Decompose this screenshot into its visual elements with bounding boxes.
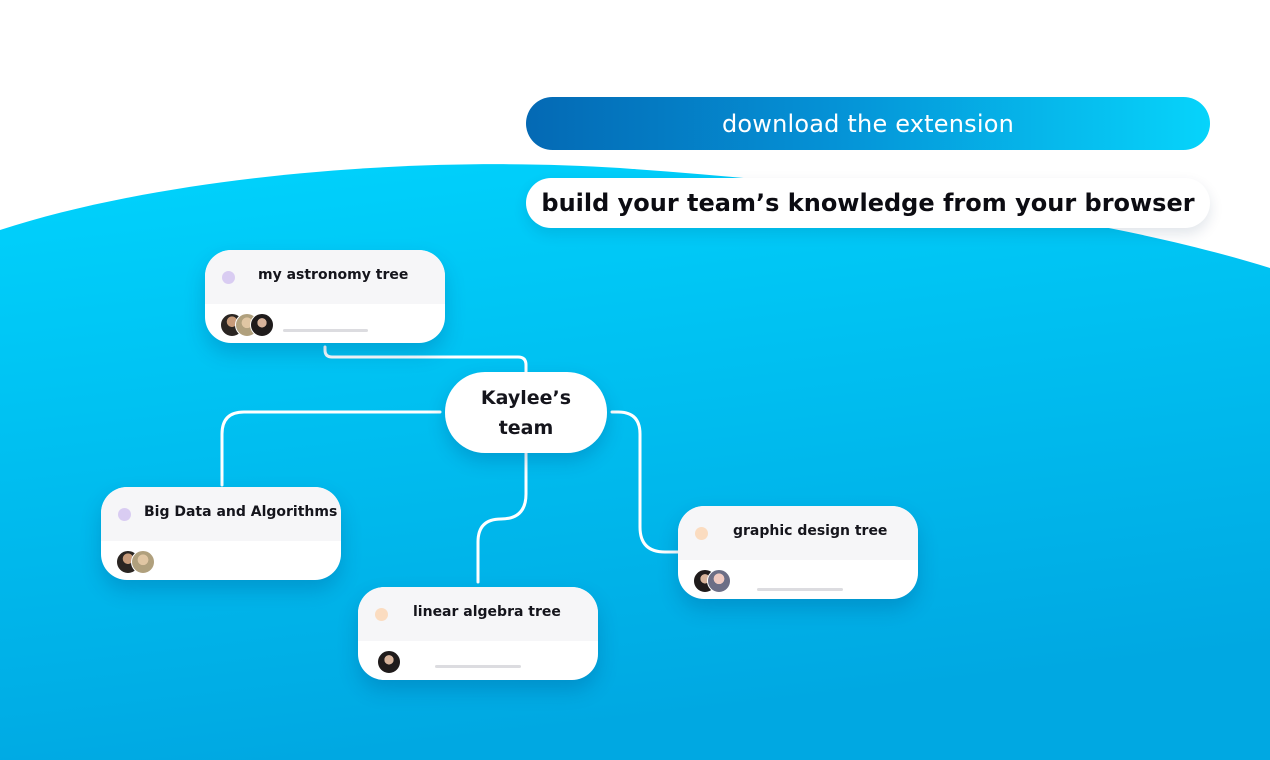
avatar-icon <box>131 550 155 574</box>
tree-color-dot <box>222 271 235 284</box>
connector-big-data <box>220 410 442 487</box>
tree-title: my astronomy tree <box>258 267 409 283</box>
avatar-icon <box>707 569 731 593</box>
tree-card-astronomy[interactable]: my astronomy tree <box>205 250 445 343</box>
team-center-node[interactable]: Kaylee’s team <box>445 372 607 453</box>
card-header <box>358 587 598 641</box>
connector-astronomy <box>323 345 528 374</box>
progress-bar <box>757 588 843 591</box>
connector-graphic-design <box>610 410 680 554</box>
tree-color-dot <box>375 608 388 621</box>
tree-card-big-data[interactable]: Big Data and Algorithms <box>101 487 341 580</box>
tree-title: linear algebra tree <box>413 604 561 620</box>
tree-title: graphic design tree <box>733 523 888 539</box>
tree-title: Big Data and Algorithms <box>144 504 338 520</box>
download-extension-button[interactable]: download the extension <box>526 97 1210 150</box>
progress-bar <box>283 329 368 332</box>
team-name-line2: team <box>498 416 554 439</box>
card-header <box>101 487 341 541</box>
tree-card-linear-algebra[interactable]: linear algebra tree <box>358 587 598 680</box>
tagline-text: build your team’s knowledge from your br… <box>541 189 1195 217</box>
tree-card-graphic-design[interactable]: graphic design tree <box>678 506 918 599</box>
tagline-banner: build your team’s knowledge from your br… <box>526 178 1210 228</box>
avatar-icon <box>377 650 401 674</box>
connector-linear-algebra <box>476 451 528 584</box>
avatar-icon <box>250 313 274 337</box>
card-header <box>205 250 445 304</box>
team-name-line1: Kaylee’s <box>480 386 572 409</box>
tree-color-dot <box>695 527 708 540</box>
progress-bar <box>435 665 521 668</box>
tree-color-dot <box>118 508 131 521</box>
card-header <box>678 506 918 560</box>
